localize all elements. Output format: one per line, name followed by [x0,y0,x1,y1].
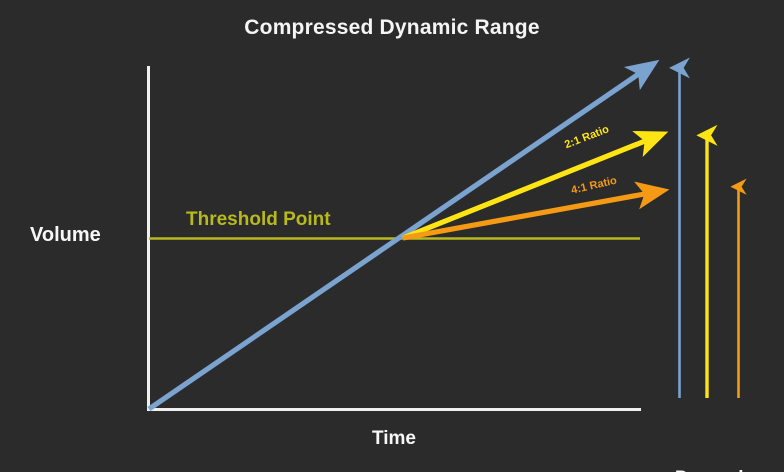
uncompressed-line [147,59,660,412]
ratio-2-1-line [402,130,669,241]
threshold-point-label: Threshold Point [186,209,331,230]
dynamic-ranges-line-1: Dynamic [645,467,784,472]
chart-title: Compressed Dynamic Range [244,16,540,39]
x-axis-label: Time [371,428,416,449]
dynamic-ranges-caption: Dynamic Ranges [645,421,784,472]
ratio-4-1-line [402,181,670,241]
y-axis-label: Volume [30,224,101,246]
